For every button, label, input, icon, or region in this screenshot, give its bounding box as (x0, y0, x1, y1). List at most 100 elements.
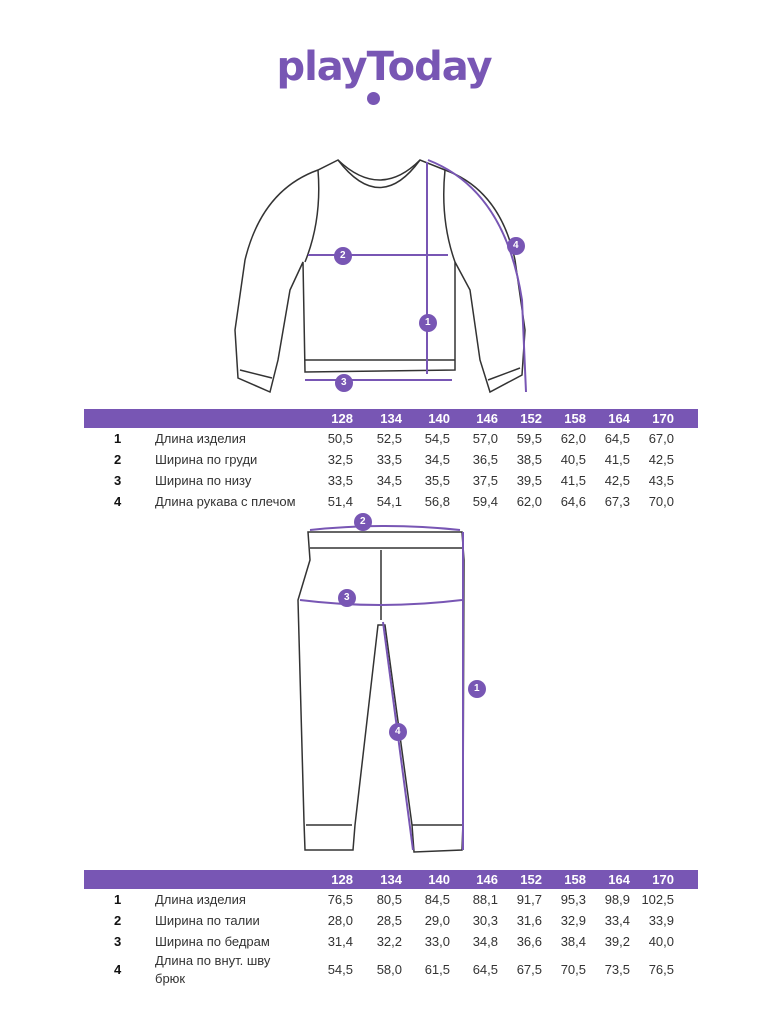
size-128: 128 (331, 872, 353, 887)
row-value: 33,9 (648, 913, 674, 928)
row-value: 50,5 (327, 431, 353, 446)
row-value: 80,5 (376, 892, 402, 907)
row-number: 1 (114, 892, 122, 907)
row-value: 61,5 (424, 962, 450, 977)
row-value: 40,0 (648, 934, 674, 949)
row-value: 38,4 (560, 934, 586, 949)
row-value: 76,5 (327, 892, 353, 907)
row-value: 41,5 (604, 452, 630, 467)
row-value: 67,3 (604, 494, 630, 509)
marker-1: 1 (474, 683, 480, 694)
row-value: 33,5 (327, 473, 353, 488)
row-number: 2 (114, 913, 122, 928)
row-value: 51,4 (327, 494, 353, 509)
row-label: Ширина по бедрам (155, 934, 270, 949)
marker-2: 2 (340, 250, 346, 261)
row-value: 67,0 (648, 431, 674, 446)
marker-4: 4 (513, 240, 519, 251)
row-value: 36,5 (472, 452, 498, 467)
row-value: 39,5 (516, 473, 542, 488)
row-value: 88,1 (472, 892, 498, 907)
row-value: 64,6 (560, 494, 586, 509)
pants-drawing (297, 531, 465, 853)
size-146: 146 (476, 411, 498, 426)
row-value: 31,4 (327, 934, 353, 949)
row-value: 32,2 (376, 934, 402, 949)
row-value: 33,4 (604, 913, 630, 928)
row-value: 76,5 (648, 962, 674, 977)
row-value: 64,5 (604, 431, 630, 446)
row-value: 70,5 (560, 962, 586, 977)
measurement-markers (334, 237, 525, 741)
row-value: 54,5 (424, 431, 450, 446)
size-128: 128 (331, 411, 353, 426)
sweatshirt-drawing (234, 159, 526, 394)
row-value: 38,5 (516, 452, 542, 467)
marker-1: 1 (425, 317, 431, 328)
row-value: 29,0 (424, 913, 450, 928)
size-170: 170 (652, 872, 674, 887)
row-value: 54,1 (376, 494, 402, 509)
row-label: Ширина по низу (155, 473, 252, 488)
row-value: 84,5 (424, 892, 450, 907)
row-label: Ширина по талии (155, 913, 260, 928)
row-value: 42,5 (604, 473, 630, 488)
table-row: 3 Ширина по бедрам 31,4 32,2 33,0 34,8 36,6 38,… (84, 931, 698, 952)
size-158: 158 (564, 872, 586, 887)
row-value: 34,5 (376, 473, 402, 488)
row-value: 42,5 (648, 452, 674, 467)
row-value: 34,8 (472, 934, 498, 949)
row-value: 62,0 (516, 494, 542, 509)
row-value: 33,0 (424, 934, 450, 949)
row-value: 40,5 (560, 452, 586, 467)
row-number: 2 (114, 452, 122, 467)
row-number: 3 (114, 473, 122, 488)
row-value: 91,7 (516, 892, 542, 907)
row-label: Длина изделия (155, 431, 246, 446)
row-value: 28,0 (327, 913, 353, 928)
marker-4: 4 (395, 726, 401, 737)
row-value: 43,5 (648, 473, 674, 488)
size-134: 134 (380, 411, 402, 426)
row-label: Длина рукава с плечом (155, 494, 296, 509)
row-value: 95,3 (560, 892, 586, 907)
row-value: 39,2 (604, 934, 630, 949)
marker-3: 3 (344, 592, 350, 603)
row-value: 59,5 (516, 431, 542, 446)
row-number: 4 (114, 494, 122, 509)
row-value: 41,5 (560, 473, 586, 488)
row-value: 64,5 (472, 962, 498, 977)
marker-2: 2 (360, 516, 366, 527)
size-152: 152 (520, 411, 542, 426)
row-value: 36,6 (516, 934, 542, 949)
row-number: 3 (114, 934, 122, 949)
logo-dot (367, 92, 380, 105)
row-number: 4 (114, 962, 122, 977)
row-value: 98,9 (604, 892, 630, 907)
row-number: 1 (114, 431, 122, 446)
brand-logo: playToday (276, 44, 492, 90)
size-170: 170 (652, 411, 674, 426)
row-value: 34,5 (424, 452, 450, 467)
row-value: 59,4 (472, 494, 498, 509)
row-value: 56,8 (424, 494, 450, 509)
row-value: 102,5 (641, 892, 674, 907)
row-value: 32,5 (327, 452, 353, 467)
row-label: Ширина по груди (155, 452, 258, 467)
size-134: 134 (380, 872, 402, 887)
row-label: Длина по внут. шву брюк (155, 953, 271, 986)
row-value: 52,5 (376, 431, 402, 446)
size-146: 146 (476, 872, 498, 887)
row-value: 73,5 (604, 962, 630, 977)
marker-3: 3 (341, 377, 347, 388)
